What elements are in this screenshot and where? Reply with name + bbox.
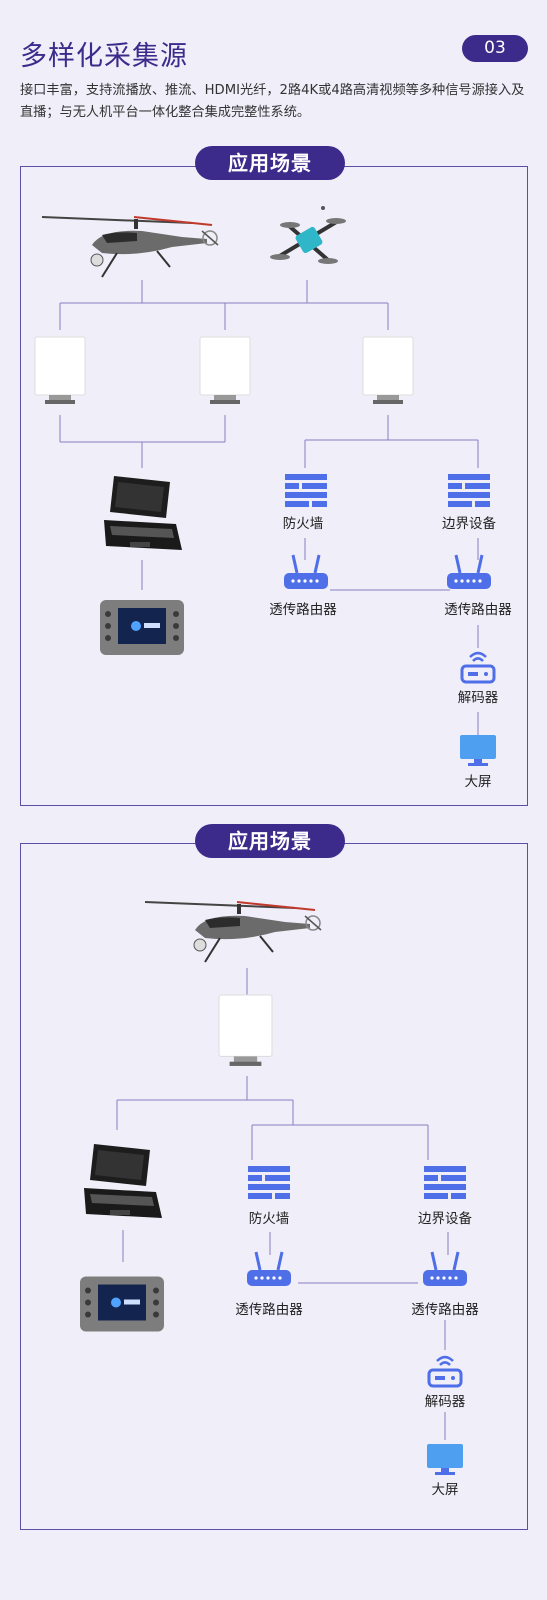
decoder-label: 解码器 [424, 1394, 466, 1410]
large-screen-label: 大屏 [464, 774, 492, 790]
panel-1-title: 应用场景 [195, 146, 345, 180]
router-2-label: 透传路由器 [444, 602, 512, 618]
large-screen-icon [427, 1444, 463, 1475]
router-1-label: 透传路由器 [235, 1302, 303, 1318]
section-number-badge: 03 [462, 35, 528, 62]
panel-antenna-image [199, 336, 251, 404]
firewall-label: 防火墙 [248, 1211, 290, 1227]
firewall-label: 防火墙 [282, 516, 324, 532]
router-icon [247, 1251, 291, 1286]
router-icon [447, 554, 491, 589]
edge-device-label: 边界设备 [418, 1211, 472, 1227]
portable-ground-station-case-image [104, 476, 182, 550]
description-text: 接口丰富，支持流播放、推流、HDMI光纤，2路4K或4路高清视频等多种信号源接入… [20, 83, 525, 120]
large-screen-icon [460, 735, 496, 766]
handheld-controller-image [100, 600, 184, 655]
portable-ground-station-case-image [84, 1144, 162, 1218]
router-icon [284, 554, 328, 589]
router-1-label: 透传路由器 [269, 602, 337, 618]
edge-device-icon [424, 1166, 466, 1199]
panel-antenna-image [362, 336, 414, 404]
panel-antenna-image [218, 994, 273, 1066]
large-screen-label: 大屏 [431, 1482, 459, 1498]
decoder-icon [460, 651, 496, 684]
helicopter-drone-image [41, 216, 219, 278]
helicopter-drone-image [144, 901, 322, 963]
router-icon [423, 1251, 467, 1286]
decoder-icon [427, 1355, 463, 1388]
handheld-controller-image [80, 1276, 164, 1332]
panel-2-title: 应用场景 [195, 824, 345, 858]
decoder-label: 解码器 [457, 690, 499, 706]
fpv-drone-image [270, 206, 346, 264]
page-title: 多样化采集源 [20, 41, 188, 72]
firewall-icon [285, 474, 327, 507]
edge-device-icon [448, 474, 490, 507]
firewall-icon [248, 1166, 290, 1199]
panel-antenna-image [34, 336, 86, 404]
edge-device-label: 边界设备 [442, 516, 496, 532]
router-2-label: 透传路由器 [411, 1302, 479, 1318]
